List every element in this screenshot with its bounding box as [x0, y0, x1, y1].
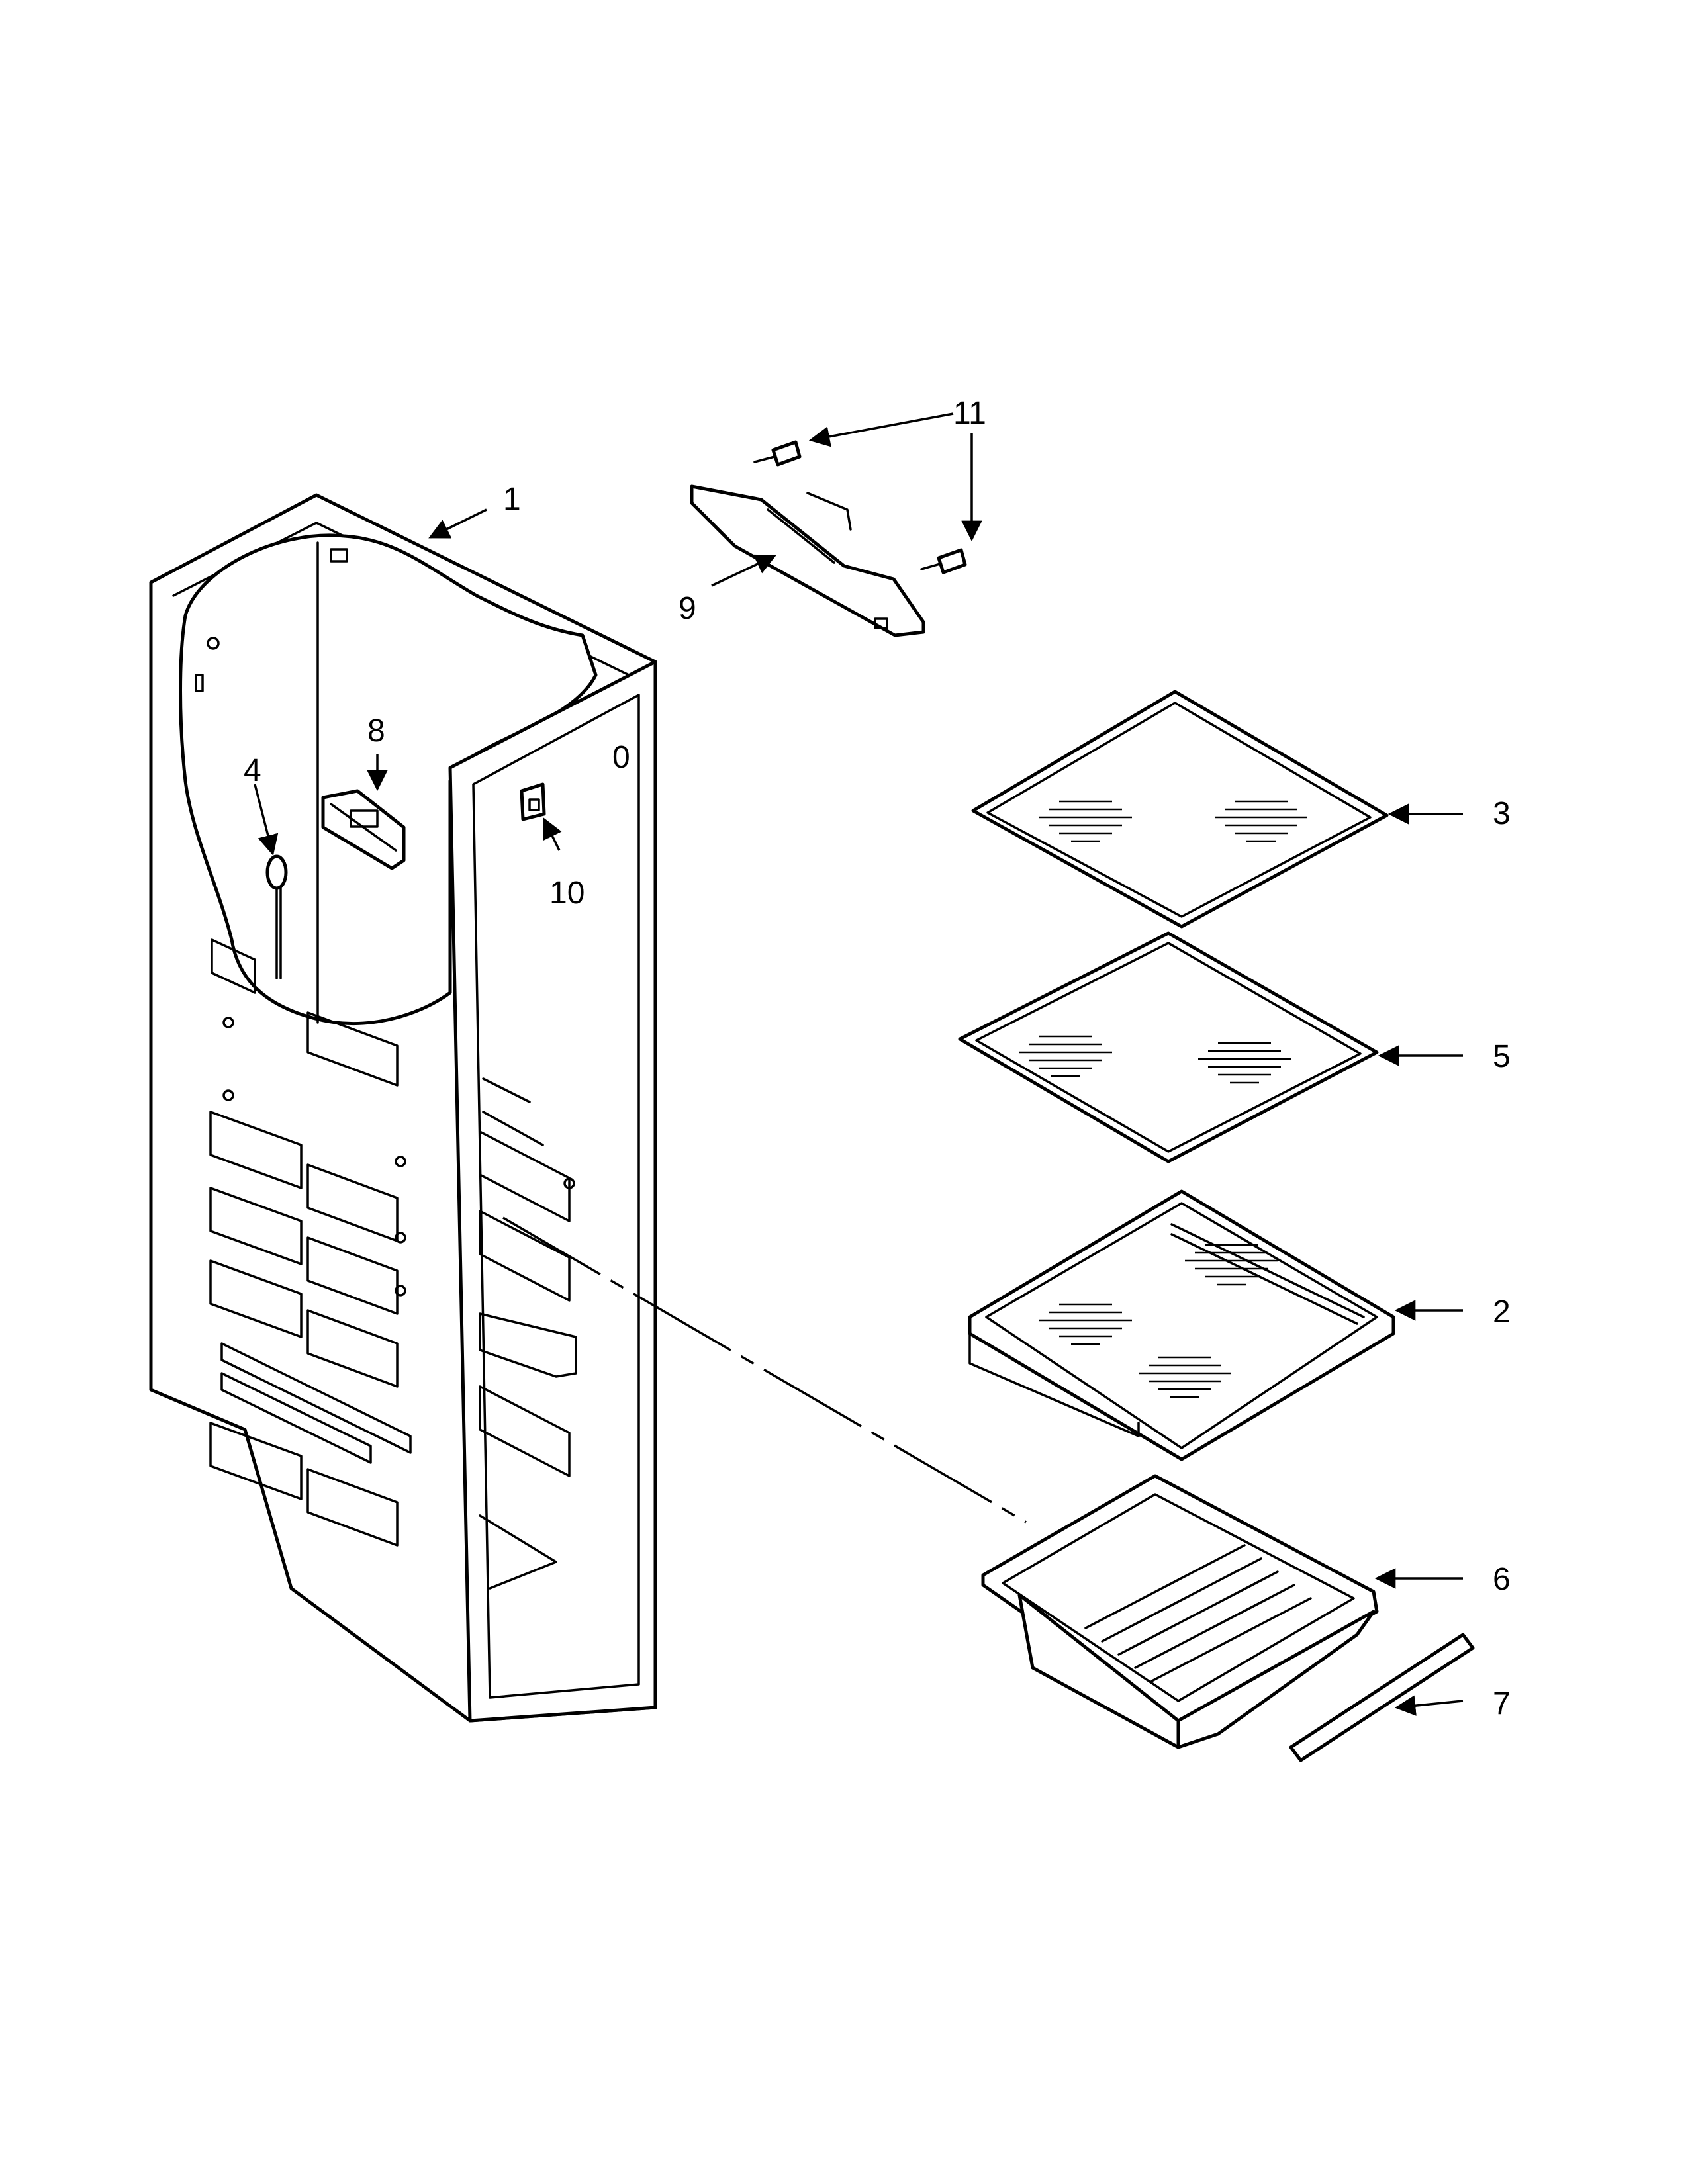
callout-arrows	[254, 412, 1464, 1716]
thermistor	[265, 854, 288, 979]
assembly-leader-line	[502, 1216, 1027, 1524]
callout-4: 4	[244, 753, 261, 788]
crisper-drawer	[981, 1474, 1379, 1749]
callout-7: 7	[1493, 1686, 1511, 1721]
callout-10: 10	[549, 876, 585, 911]
door-switch	[520, 782, 546, 821]
callout-6: 6	[1493, 1562, 1511, 1597]
side-vents	[209, 938, 575, 1547]
callout-0: 0	[612, 740, 630, 775]
shelf-framed	[968, 1189, 1395, 1461]
drawer-trim	[1289, 1633, 1475, 1762]
light-socket	[321, 789, 406, 870]
callout-1: 1	[503, 482, 521, 517]
callout-9: 9	[679, 591, 696, 626]
shelf-glass-middle	[958, 931, 1379, 1163]
shelf-glass-top	[971, 690, 1389, 929]
callout-5: 5	[1493, 1039, 1511, 1074]
callout-3: 3	[1493, 796, 1511, 831]
screws	[753, 440, 967, 574]
callout-11: 11	[953, 396, 986, 431]
callout-2: 2	[1493, 1295, 1511, 1330]
shelf-bracket	[690, 484, 925, 637]
cabinet-liner	[149, 493, 657, 1723]
interior-vents	[479, 1077, 577, 1590]
callout-8: 8	[367, 713, 385, 749]
